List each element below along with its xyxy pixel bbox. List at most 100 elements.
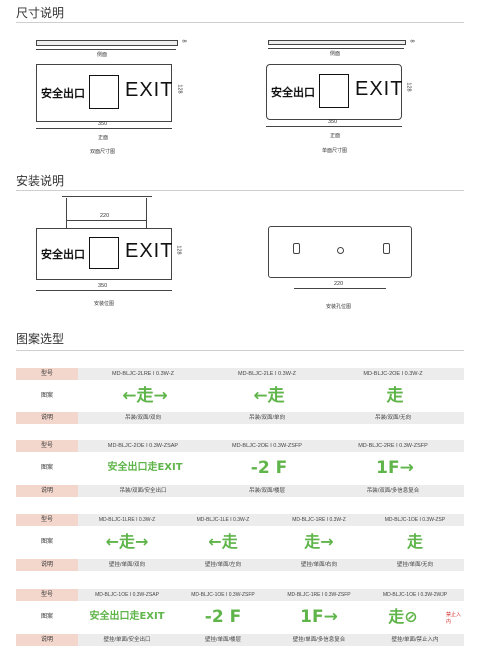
desc-cell: 壁挂/单面/多信息复合 — [292, 637, 346, 643]
hang-width-dim: 220 — [100, 213, 110, 219]
running-man-icon — [319, 74, 349, 108]
model-cell: MD-BLJC-1LRE I 0.3W-Z — [98, 517, 156, 523]
desc-cell: 吊装/双面/楼层 — [248, 488, 286, 494]
sign-cn-text: 安全出口 — [41, 248, 85, 261]
sign-cn-text: 安全出口 — [41, 87, 85, 100]
mount-hole-icon — [293, 243, 300, 254]
model-cell: MD-BLJC-2LE I 0.3W-Z — [238, 371, 296, 377]
sign-en-text: EXIT — [125, 79, 174, 101]
pattern-cell: 安全出口⾛EXIT — [89, 611, 165, 622]
divider — [16, 22, 464, 23]
thickness-dim: 8 — [408, 39, 415, 43]
model-cell: MD-BLJC-2OE I 0.3W-Z — [363, 371, 423, 377]
center-mark-icon — [337, 247, 344, 254]
label-desc: 说明 — [16, 634, 78, 646]
hole-view-plate — [268, 226, 412, 278]
pattern-cell: ⾛ — [386, 386, 404, 406]
pattern-cell: -2 F — [204, 607, 242, 627]
pattern-cell: ←⾛ — [253, 386, 285, 406]
label-model: 型号 — [16, 440, 78, 452]
pattern-cell: ←⾛ — [208, 532, 238, 551]
label-desc: 说明 — [16, 485, 78, 497]
label-pattern: 图案 — [40, 614, 53, 620]
double-caption: 双面尺寸图 — [90, 149, 116, 155]
desc-cell: 壁挂/单面/禁止入内 — [391, 637, 439, 643]
pattern-cell: ⾛⊘ — [388, 607, 418, 626]
desc-cell: 吊装/双面/多信息复合 — [366, 488, 420, 494]
model-cell: MD-BLJC-2LRE I 0.3W-Z — [112, 371, 174, 377]
section-title-pattern: 图案选型 — [16, 332, 65, 346]
pattern-cell: 1F→ — [300, 607, 338, 627]
model-cell: MD-BLJC-1OE I 0.3W-ZSFP — [191, 592, 255, 598]
width-dim: 350 — [98, 121, 108, 127]
sign-en-text: EXIT — [125, 240, 174, 262]
table2-model-row: 型号 MD-BLJC-2OE I 0.3W-ZSAP MD-BLJC-2OE I… — [16, 440, 464, 452]
desc-cell: 吊装/双面/无向 — [374, 415, 412, 421]
table1-model-row: 型号 MD-BLJC-2LRE I 0.3W-Z MD-BLJC-2LE I 0… — [16, 368, 464, 380]
height-dim: 128 — [175, 245, 182, 255]
table3-pattern-row: 图案 ←⾛→ ←⾛ ⾛→ ⾛ — [16, 530, 464, 554]
height-dim: 128 — [405, 82, 412, 92]
model-cell: MD-BLJC-1OE I 0.3W-ZSAP — [95, 592, 159, 598]
pattern-cell: ⾛ — [406, 532, 423, 551]
pattern-cell: ←⾛→ — [105, 532, 149, 551]
running-man-icon — [89, 75, 119, 109]
side-view-double — [36, 40, 178, 46]
front-view-double: 安全出口 EXIT — [36, 64, 172, 122]
label-model: 型号 — [16, 368, 78, 380]
desc-cell: 壁挂/单面/楼层 — [204, 637, 242, 643]
model-cell: MD-BLJC-1RE I 0.3W-ZSFP — [287, 592, 351, 598]
pattern-cell: ⾛→ — [304, 532, 334, 551]
side-view-single — [268, 40, 406, 45]
install-view-sign: 安全出口 EXIT — [36, 228, 172, 280]
divider — [16, 350, 464, 351]
dim-line — [36, 49, 176, 50]
dim-line — [294, 288, 386, 289]
dim-line — [36, 128, 172, 129]
desc-cell: 壁挂/单面/无向 — [396, 562, 434, 568]
mount-hole-icon — [383, 243, 390, 254]
table4-pattern-row: 图案 安全出口⾛EXIT -2 F 1F→ ⾛⊘ 禁止入内 — [16, 605, 464, 629]
single-caption: 单面尺寸图 — [322, 148, 348, 154]
table4-desc-row: 说明 壁挂/单面/安全出口 壁挂/单面/楼层 壁挂/单面/多信息复合 壁挂/单面… — [16, 634, 464, 646]
install-caption: 安装位图 — [94, 301, 115, 307]
front-view-single: 安全出口 EXIT — [266, 64, 402, 120]
table2-desc-row: 说明 吊装/双面/安全出口 吊装/双面/楼层 吊装/双面/多信息复合 — [16, 485, 464, 497]
dim-line — [266, 126, 402, 127]
table4-model-row: 型号 MD-BLJC-1OE I 0.3W-ZSAP MD-BLJC-1OE I… — [16, 589, 464, 601]
hang-wire — [66, 198, 67, 228]
label-desc: 说明 — [16, 559, 78, 571]
pattern-cell: -2 F — [250, 458, 288, 478]
side-view-label: 侧面 — [97, 52, 108, 58]
sign-cn-text: 安全出口 — [271, 86, 315, 99]
sign-en-text: EXIT — [355, 78, 404, 100]
model-cell: MD-BLJC-1LE I 0.3W-Z — [196, 517, 250, 523]
model-cell: MD-BLJC-1OE I 0.3W-ZSP — [384, 517, 446, 523]
label-pattern: 图案 — [40, 465, 53, 471]
dim-line — [268, 48, 404, 49]
dim-line — [36, 290, 172, 291]
running-man-icon — [89, 237, 119, 269]
model-cell: MD-BLJC-2OE I 0.3W-ZSFP — [232, 443, 302, 449]
ceiling-line — [62, 196, 152, 199]
side-view-label: 侧面 — [330, 51, 341, 57]
dim-line — [66, 220, 146, 221]
model-cell: MD-BLJC-1OE I 0.3W-2WJP — [382, 592, 448, 598]
desc-cell: 壁挂/单面/右向 — [300, 562, 338, 568]
table2-pattern-row: 图案 安全出口⾛EXIT -2 F 1F→ — [16, 456, 464, 480]
desc-cell: 壁挂/单面/安全出口 — [103, 637, 151, 643]
height-dim: 128 — [176, 84, 183, 94]
label-model: 型号 — [16, 514, 78, 526]
hole-caption: 安装孔位图 — [326, 304, 352, 310]
model-cell: MD-BLJC-2OE I 0.3W-ZSAP — [107, 443, 179, 449]
width-dim: 350 — [98, 283, 108, 289]
desc-cell: 壁挂/单面/左向 — [204, 562, 242, 568]
width-dim: 350 — [328, 119, 338, 125]
hang-wire — [146, 198, 147, 228]
label-pattern: 图案 — [40, 539, 53, 545]
label-pattern: 图案 — [40, 393, 53, 399]
desc-cell: 壁挂/单面/双向 — [108, 562, 146, 568]
table3-model-row: 型号 MD-BLJC-1LRE I 0.3W-Z MD-BLJC-1LE I 0… — [16, 514, 464, 526]
section-title-install: 安装说明 — [16, 174, 65, 188]
prohibit-text: 禁止入内 — [446, 612, 462, 625]
